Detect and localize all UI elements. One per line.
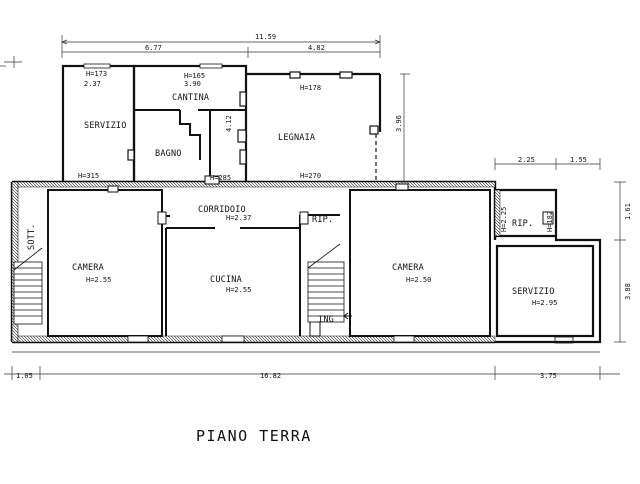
bagno-height: H=285 <box>210 174 231 182</box>
cantina-height: H=165 <box>184 72 205 80</box>
entry-arrow <box>343 312 352 320</box>
legnaia-height-bottom: H=270 <box>300 172 321 180</box>
cantina-bagno-walls <box>133 109 246 182</box>
rip-right-dim: H=2.25 <box>500 207 508 232</box>
servizio-right-height: H=2.95 <box>532 299 557 307</box>
dim-cantina-width: 3.90 <box>184 80 201 88</box>
dim-servizio-width: 2.37 <box>84 80 101 88</box>
cantina-label: CANTINA <box>172 93 209 103</box>
corridoio-height: H=2.37 <box>226 214 251 222</box>
dim-annex-right: 1.55 <box>570 156 587 164</box>
dim-cantina-height: 4.12 <box>225 115 233 132</box>
annex-wall-hatch <box>494 189 501 237</box>
top-dimension-lines <box>61 35 381 58</box>
south-wall-hatch <box>17 335 496 343</box>
north-wall-hatch <box>17 181 496 188</box>
corridoio-label: CORRIDOIO <box>198 205 246 215</box>
servizio-right-label: SERVIZIO <box>512 287 555 297</box>
dim-top-total: 11.59 <box>255 33 276 41</box>
interior-partitions <box>47 189 491 337</box>
right-annex-walls <box>495 188 602 344</box>
dim-annex-height-large: 3.88 <box>624 283 632 300</box>
legnaia-label: LEGNAIA <box>278 133 315 143</box>
cucina-label: CUCINA <box>210 275 242 285</box>
ing-label: ING <box>318 315 334 325</box>
dim-legnaia-height: 3.96 <box>395 115 403 132</box>
dim-annex-height-small: 1.61 <box>624 203 632 220</box>
rip-right-height: H=182 <box>546 211 554 232</box>
dim-bottom-mid: 16.82 <box>260 372 281 380</box>
bagno-label: BAGNO <box>155 149 182 159</box>
window-servizio-top <box>83 63 223 69</box>
wall-notches <box>127 91 247 165</box>
stairs-left <box>13 247 43 325</box>
dim-bottom-right: 3.75 <box>540 372 557 380</box>
door-markers <box>107 175 409 337</box>
cucina-height: H=2.55 <box>226 286 251 294</box>
camera-right-label: CAMERA <box>392 263 424 273</box>
sott-label: SOTT. <box>27 223 37 250</box>
legnaia-pillars <box>289 71 379 135</box>
camera-right-height: H=2.50 <box>406 276 431 284</box>
right-dimension-lines <box>400 73 626 343</box>
grid-marker <box>0 56 22 68</box>
legnaia-height-top: H=178 <box>300 84 321 92</box>
main-body-walls <box>10 180 497 344</box>
dim-annex-left: 2.25 <box>518 156 535 164</box>
bottom-dimension-lines <box>4 351 620 380</box>
rip-right-label: RIP. <box>512 219 533 229</box>
servizio-top-height-bottom: H=315 <box>78 172 99 180</box>
camera-left-label: CAMERA <box>72 263 104 273</box>
page-title: PIANO TERRA <box>196 427 312 445</box>
dim-bottom-left: 1.05 <box>16 372 33 380</box>
servizio-top-label: SERVIZIO <box>84 121 127 131</box>
rip-left-label: RIP. <box>312 215 333 225</box>
dim-top-left: 6.77 <box>145 44 162 52</box>
dim-top-right: 4.82 <box>308 44 325 52</box>
stairs-center <box>307 243 345 323</box>
annex-door <box>542 211 554 225</box>
servizio-top-height: H=173 <box>86 70 107 78</box>
camera-left-height: H=2.55 <box>86 276 111 284</box>
